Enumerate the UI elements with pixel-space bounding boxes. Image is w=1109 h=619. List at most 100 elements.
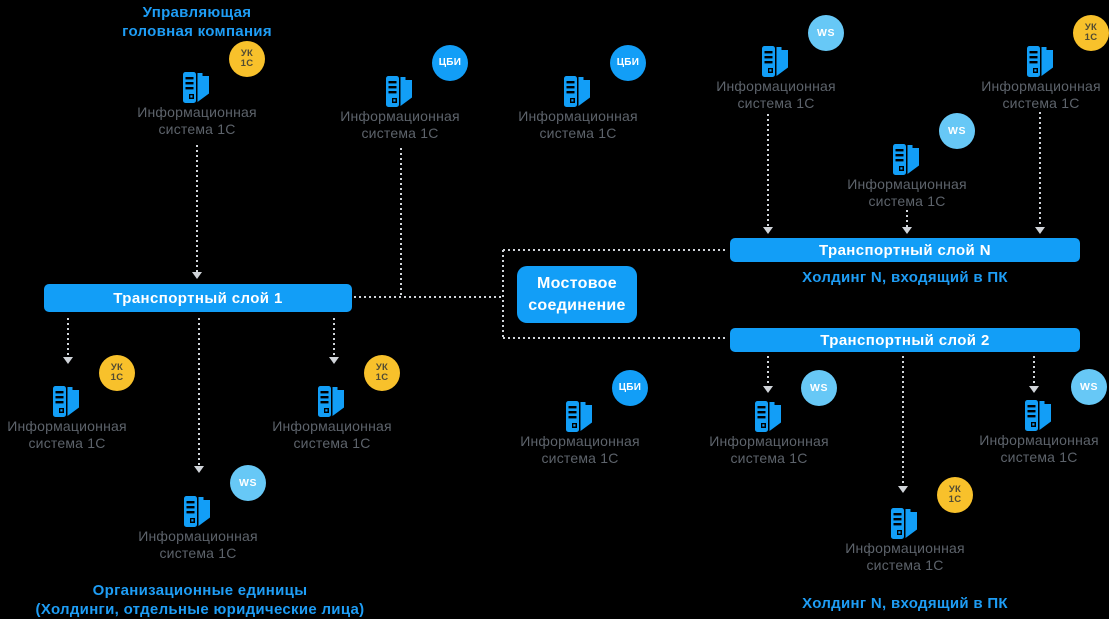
node-label-line: Информационная [847, 176, 967, 192]
node-label-line: Информационная [845, 540, 965, 556]
dotted-connector-vertical [400, 148, 402, 297]
connector-arrowhead-down-icon [898, 486, 908, 493]
badge-text: WS [947, 125, 967, 137]
badge-text: УК [375, 361, 389, 373]
title-line: Холдинг N, входящий в ПК [802, 595, 1008, 612]
connector-arrowhead-down-icon [1029, 386, 1039, 393]
caption-org-units: Организационные единицы (Холдинги, отдел… [36, 581, 365, 619]
node-label-line: система 1С [868, 193, 946, 209]
badge-text: 1С [948, 494, 962, 505]
node-label-line: система 1С [361, 125, 439, 141]
dotted-connector-horizontal [503, 337, 727, 339]
connector-arrowhead-down-icon [763, 386, 773, 393]
bridge-line: Мостовое [537, 274, 617, 292]
node-label-line: Информационная [979, 432, 1099, 448]
badge-text: УК [1084, 21, 1098, 33]
server-icon [565, 400, 595, 434]
dotted-connector-vertical [902, 356, 904, 486]
badge-text: УК [240, 47, 254, 59]
server-icon [183, 495, 213, 529]
transport-layer-2-bar: Транспортный слой 2 [730, 328, 1080, 352]
connector-arrowhead-down-icon [194, 466, 204, 473]
server-icon [754, 400, 784, 434]
node-label-line: система 1С [730, 450, 808, 466]
connector-arrowhead-down-icon [763, 227, 773, 234]
badge-text: 1С [240, 58, 254, 69]
badge-text: WS [809, 382, 829, 394]
connector-arrowhead-down-icon [329, 357, 339, 364]
connector-arrowhead-down-icon [902, 227, 912, 234]
bridge-connection-box: Мостовое соединение [517, 266, 637, 323]
dotted-connector-vertical [906, 210, 908, 227]
server-icon [1026, 45, 1056, 79]
badge-text: ЦБИ [616, 57, 640, 68]
server-icon [385, 75, 415, 109]
node-label-line: система 1С [866, 557, 944, 573]
ws-badge: WS [230, 465, 266, 501]
server-icon [761, 45, 791, 79]
server-icon [52, 385, 82, 419]
node-label-line: система 1С [159, 545, 237, 561]
badge-text: 1С [375, 372, 389, 383]
server-icon [317, 385, 347, 419]
badge-text: WS [816, 27, 836, 39]
dotted-connector-vertical [767, 114, 769, 227]
node-label-line: Информационная [272, 418, 392, 434]
cbi-badge: ЦБИ [612, 370, 648, 406]
server-icon [1024, 399, 1054, 433]
dotted-connector-vertical [67, 318, 69, 357]
node-label-line: Информационная [137, 104, 257, 120]
dotted-connector-vertical [502, 250, 504, 339]
node-label-line: система 1С [541, 450, 619, 466]
server-icon [182, 71, 212, 105]
node-label-line: Информационная [340, 108, 460, 124]
badge-text: 1С [110, 372, 124, 383]
ws-badge: WS [1071, 369, 1107, 405]
transport-layer-1-bar: Транспортный слой 1 [44, 284, 352, 312]
node-label-line: Информационная [520, 433, 640, 449]
dotted-connector-vertical [198, 318, 200, 466]
node-label-line: система 1С [158, 121, 236, 137]
node-label-line: Информационная [709, 433, 829, 449]
title-line: головная компания [122, 23, 272, 40]
dotted-connector-horizontal [503, 249, 727, 251]
badge-text: УК [948, 483, 962, 495]
node-label-line: Информационная [7, 418, 127, 434]
connector-arrowhead-down-icon [192, 272, 202, 279]
badge-text: ЦБИ [618, 382, 642, 393]
connector-arrowhead-down-icon [1035, 227, 1045, 234]
badge-text: УК [110, 361, 124, 373]
node-label-line: Информационная [716, 78, 836, 94]
title-line: (Холдинги, отдельные юридические лица) [35, 601, 365, 618]
node-label-line: система 1С [28, 435, 106, 451]
node-label-line: Информационная [981, 78, 1101, 94]
dotted-connector-vertical [767, 356, 769, 386]
connector-arrowhead-down-icon [63, 357, 73, 364]
badge-text: WS [1079, 381, 1099, 393]
server-icon [892, 143, 922, 177]
badge-text: WS [238, 477, 258, 489]
dotted-connector-vertical [333, 318, 335, 357]
title-line: Холдинг N, входящий в ПК [802, 269, 1008, 286]
node-label-line: система 1С [1002, 95, 1080, 111]
node-label-line: система 1С [737, 95, 815, 111]
title-line: Организационные единицы [92, 582, 308, 599]
node-label-line: система 1С [1000, 449, 1078, 465]
